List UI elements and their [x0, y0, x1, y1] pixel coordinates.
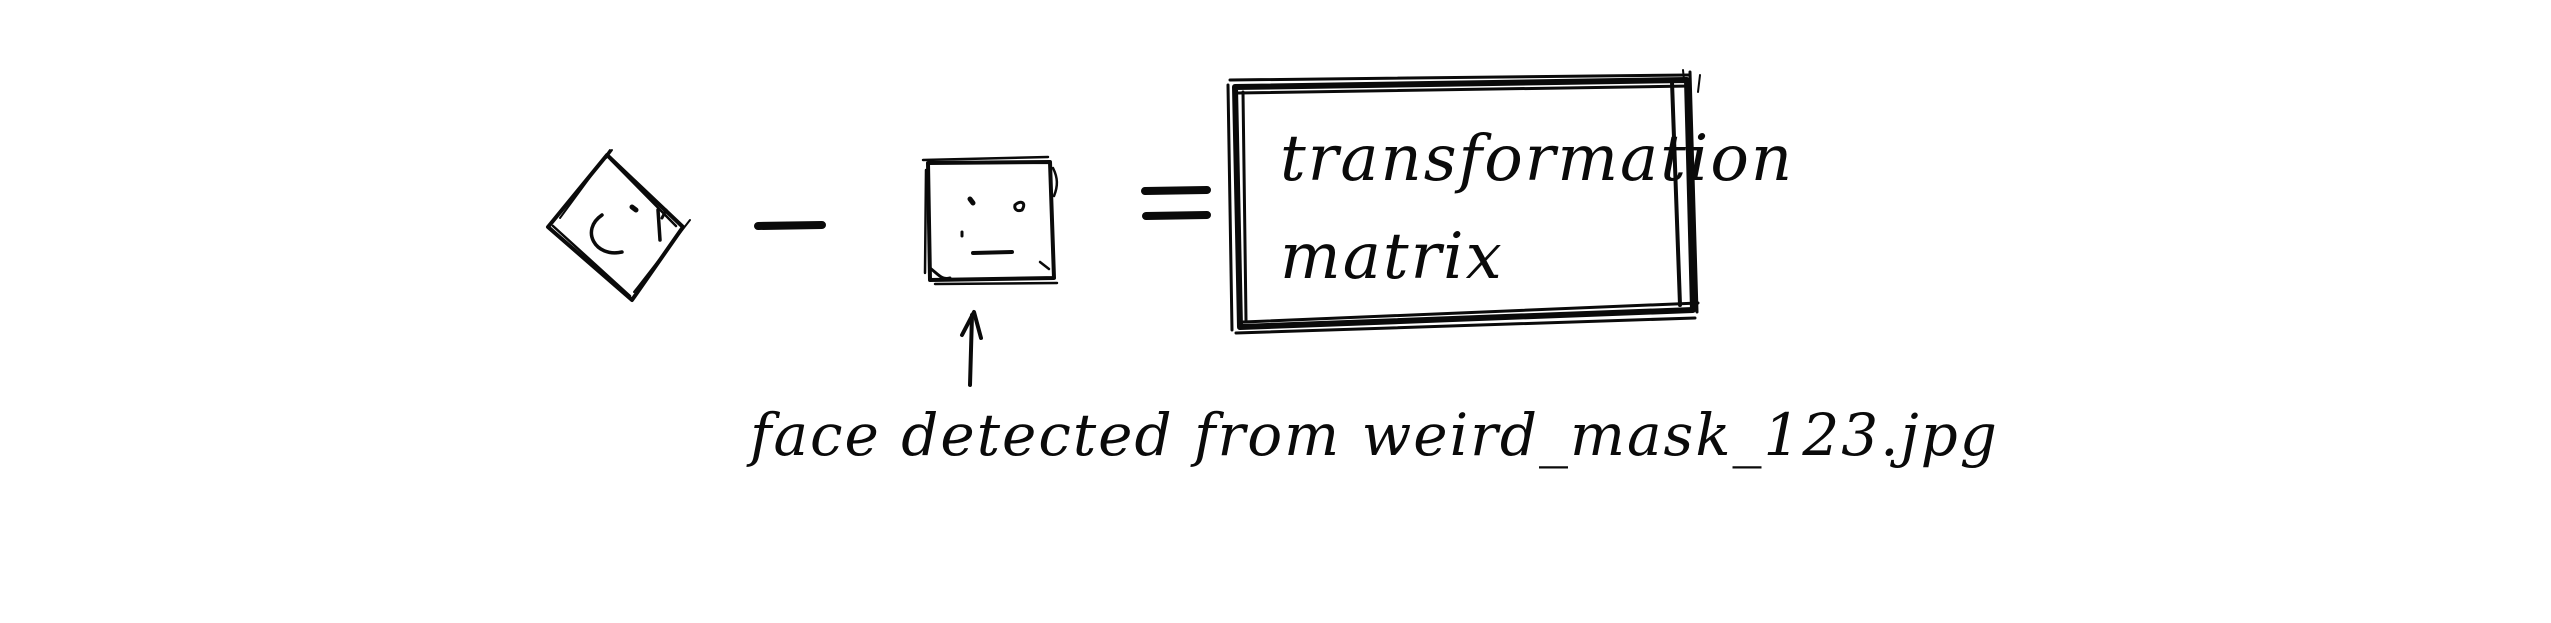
- box-label-line1: transformation: [1280, 122, 1794, 196]
- rotated-smiley-face-icon: [546, 149, 691, 302]
- minus-sign: [754, 221, 826, 230]
- diagram-caption: face detected from weird_mask_123.jpg: [746, 401, 1999, 469]
- equals-sign: [1141, 186, 1211, 220]
- frontal-face-icon: [921, 155, 1059, 286]
- transformation-matrix-box: [1226, 69, 1701, 335]
- up-arrow: [960, 310, 983, 387]
- box-label-line2: matrix: [1280, 220, 1504, 294]
